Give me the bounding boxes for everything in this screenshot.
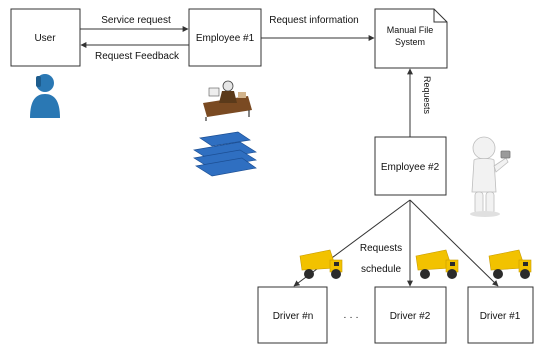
employee1-node: Employee #1 [188,8,262,67]
dump-truck-icon-1 [299,249,343,279]
file-system-node: Manual File System [374,8,448,69]
employee2-node: Employee #2 [374,136,447,196]
employee2-label: Employee #2 [381,162,440,173]
requests-schedule-line1: Requests [360,243,402,254]
desk-worker-icon [203,80,252,121]
file-system-label-line1: Manual File [387,25,434,35]
request-feedback-label: Request Feedback [95,51,180,62]
person-phone-icon [30,74,60,118]
driver-1-label: Driver #1 [480,311,521,322]
driver-2-label: Driver #2 [390,311,431,322]
requests-schedule-line2: schedule [361,264,401,275]
file-system-label-line2: System [395,37,425,47]
dump-truck-icon-3 [488,249,532,279]
driver-2-node: Driver #2 [374,286,447,344]
request-information-label: Request information [269,15,359,26]
user-label: User [34,33,56,44]
requests-vertical-label: Requests [422,76,432,115]
driver-n-node: Driver #n [257,286,328,344]
service-request-label: Service request [101,15,171,26]
employee1-label: Employee #1 [196,33,255,44]
driver-n-label: Driver #n [273,311,314,322]
3d-person-icon [470,136,511,217]
dump-truck-icon-2 [415,249,459,279]
user-node: User [10,8,81,67]
drivers-ellipsis: · · · [343,312,359,323]
driver-1-node: Driver #1 [467,286,534,344]
document-stack-icon [193,131,257,177]
edge-to-driver-1 [409,199,499,287]
